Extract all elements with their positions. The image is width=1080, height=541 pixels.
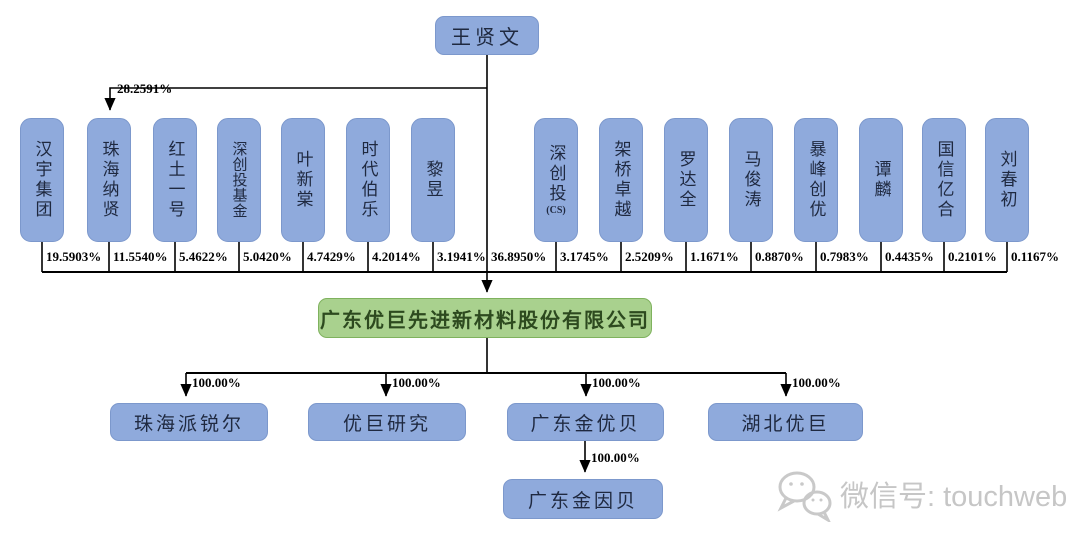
wechat-icon	[777, 471, 832, 522]
controller-direct-pct-label: 36.8950%	[491, 249, 547, 264]
shareholder-node: 汉宇集团	[20, 118, 64, 242]
shareholder-pct-label: 0.2101%	[948, 249, 997, 264]
subsidiary-node: 优巨研究	[308, 403, 466, 441]
shareholder-pct-label: 0.4435%	[885, 249, 934, 264]
shareholder-node: 黎昱	[411, 118, 455, 242]
watermark-text: 微信号: touchweb	[840, 481, 1068, 513]
shareholder-name: 刘春初	[997, 150, 1017, 210]
shareholder-node: 深创投基金	[217, 118, 261, 242]
grandchild-name: 广东金因贝	[527, 490, 638, 512]
shareholder-node: 架桥卓越	[599, 118, 643, 242]
shareholder-node: 罗达全	[664, 118, 708, 242]
shareholder-node: 马俊涛	[729, 118, 773, 242]
shareholder-name: 汉宇集团	[32, 140, 52, 220]
shareholder-pct-label: 3.1745%	[560, 249, 609, 264]
shareholder-node: 时代伯乐	[346, 118, 390, 242]
shareholder-name: 马俊涛	[741, 150, 761, 210]
shareholder-pct-label: 2.5209%	[625, 249, 674, 264]
shareholder-name: 珠海纳贤	[99, 140, 119, 220]
shareholder-node: 谭麟	[859, 118, 903, 242]
subsidiary-name: 珠海派锐尔	[133, 413, 244, 435]
subsidiary-pct-label: 100.00%	[592, 375, 641, 390]
grandchild-node: 广东金因贝	[503, 479, 663, 519]
shareholder-node: 国信亿合	[922, 118, 966, 242]
grandchild-pct-label: 100.00%	[591, 450, 640, 465]
shareholder-pct-label: 4.2014%	[372, 249, 421, 264]
shareholder-node: 深创投 (CS)	[534, 118, 578, 242]
shareholder-pct-label: 0.1167%	[1011, 249, 1060, 264]
shareholder-name: 暴峰创优	[806, 140, 826, 220]
shareholder-pct-label: 3.1941%	[437, 249, 486, 264]
company-node: 广东优巨先进新材料股份有限公司	[318, 298, 652, 338]
shareholder-node: 红土一号	[153, 118, 197, 242]
shareholder-pct-label: 1.1671%	[690, 249, 739, 264]
shareholder-pct-label: 5.0420%	[243, 249, 292, 264]
shareholder-name: 叶新棠	[293, 150, 313, 210]
subsidiary-pct-label: 100.00%	[192, 375, 241, 390]
company-name: 广东优巨先进新材料股份有限公司	[320, 309, 650, 332]
subsidiary-pct-label: 100.00%	[392, 375, 441, 390]
subsidiary-node: 湖北优巨	[708, 403, 863, 441]
shareholder-pct-label: 0.7983%	[820, 249, 869, 264]
shareholder-name: 黎昱	[423, 160, 443, 200]
shareholder-name-suffix: (CS)	[546, 205, 566, 216]
shareholder-node: 叶新棠	[281, 118, 325, 242]
controller-node: 王贤文	[435, 16, 539, 55]
shareholder-node: 刘春初	[985, 118, 1029, 242]
subsidiary-node: 广东金优贝	[507, 403, 664, 441]
shareholder-name: 深创投基金	[230, 141, 247, 219]
shareholder-pct-label: 11.5540%	[113, 249, 168, 264]
shareholder-pct-label: 0.8870%	[755, 249, 804, 264]
controller-to-naxian-pct-label: 28.2591%	[117, 81, 173, 96]
subsidiary-name: 优巨研究	[342, 413, 431, 435]
shareholder-name: 国信亿合	[934, 140, 954, 220]
shareholder-name: 时代伯乐	[358, 140, 378, 220]
shareholder-name: 深创投	[546, 144, 566, 204]
shareholder-node: 暴峰创优	[794, 118, 838, 242]
shareholder-pct-label: 19.5903%	[46, 249, 102, 264]
shareholder-name: 谭麟	[871, 160, 891, 200]
watermark: 微信号: touchweb	[772, 466, 1067, 522]
subsidiary-node: 珠海派锐尔	[110, 403, 268, 441]
shareholder-node: 珠海纳贤	[87, 118, 131, 242]
controller-name: 王贤文	[451, 27, 523, 49]
shareholder-name: 罗达全	[676, 150, 696, 210]
shareholder-pct-label: 5.4622%	[179, 249, 228, 264]
shareholder-name: 红土一号	[165, 140, 185, 220]
shareholder-pct-label: 4.7429%	[307, 249, 356, 264]
subsidiary-name: 湖北优巨	[741, 413, 830, 435]
subsidiary-pct-label: 100.00%	[792, 375, 841, 390]
subsidiary-name: 广东金优贝	[530, 413, 641, 435]
shareholder-name: 架桥卓越	[611, 140, 631, 220]
